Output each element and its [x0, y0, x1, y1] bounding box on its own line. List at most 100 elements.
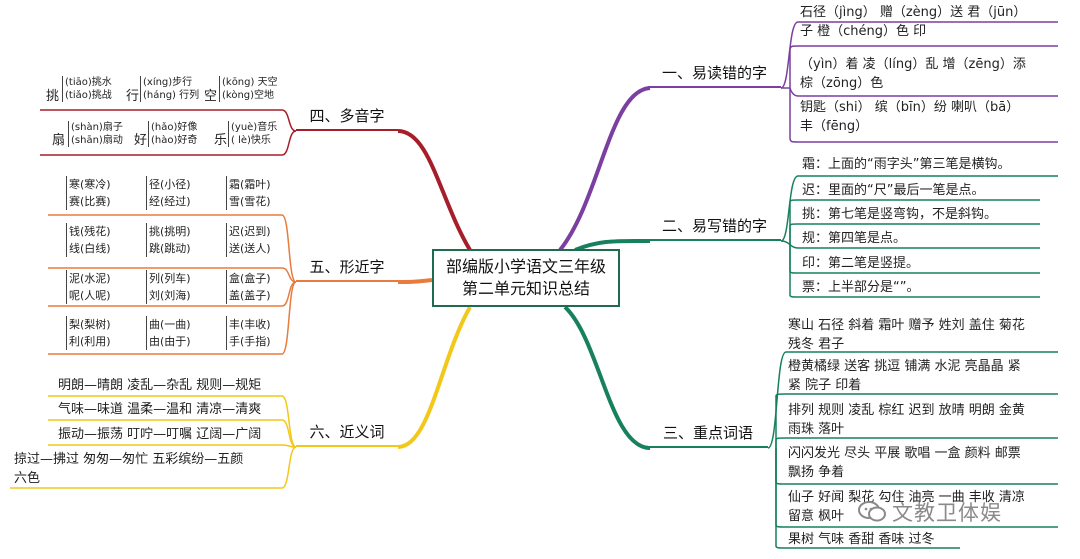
polyphone-reading: ( lè)快乐 — [231, 135, 271, 146]
similar-char: 雪(雪花) — [229, 195, 271, 208]
similar-char-pair: 迟(迟到) 送(送人) — [226, 223, 271, 257]
similar-char: 挑(挑明) — [149, 225, 191, 238]
similar-char: 寒(寒冷) — [69, 178, 111, 191]
wechat-icon — [858, 501, 886, 522]
center-node[interactable]: 部编版小学语文三年级 第二单元知识总结 — [432, 249, 620, 307]
synonym-item: 振动—振荡 叮咛—叮嘱 辽阔—广阔 — [58, 427, 262, 442]
key-words-item: 闪闪发光 尽头 平展 歌唱 一盒 颜料 邮票 飘扬 争着 — [788, 444, 1021, 482]
easy-read-item: （yìn）着 凌（líng）乱 增（zēng）添 棕（zōng）色 — [800, 55, 1026, 93]
polyphone-reading: (hǎo)好像 — [151, 122, 198, 133]
synonym-item: 掠过—拂过 匆匆—匆忙 五彩缤纷—五颜 六色 — [14, 450, 243, 488]
polyphone-char: 行 — [126, 89, 140, 104]
key-words-line: 寒山 石径 斜着 霜叶 赠予 姓刘 盖住 菊花 — [788, 318, 1025, 333]
similar-char: 列(列车) — [149, 272, 191, 285]
similar-char: 丰(丰收) — [229, 318, 271, 331]
easy-write-item: 霜：上面的“雨字头”第三笔是横钩。 — [802, 157, 1011, 172]
similar-char-pair: 曲(一曲) 由(由于) — [146, 316, 191, 350]
key-words-line: 闪闪发光 尽头 平展 歌唱 一盒 颜料 邮票 — [788, 446, 1021, 461]
synonym-line: 掠过—拂过 匆匆—匆忙 五彩缤纷—五颜 — [14, 452, 244, 467]
easy-read-line: 丰（fēng） — [800, 119, 869, 134]
similar-char: 经(经过) — [149, 195, 191, 208]
similar-char: 迟(迟到) — [229, 225, 271, 238]
topic-easy-write[interactable]: 二、易写错的字 — [648, 211, 781, 241]
key-words-item: 果树 气味 香甜 香味 过冬 — [788, 532, 935, 547]
similar-char: 盖(盖子) — [229, 289, 271, 302]
synonym-item: 明朗—晴朗 凌乱—杂乱 规则—规矩 — [58, 378, 262, 393]
similar-char: 曲(一曲) — [149, 318, 191, 331]
polyphone-reading: (yuè)音乐 — [231, 122, 278, 133]
key-words-line: 仙子 好闻 梨花 勾住 油亮 一曲 丰收 清凉 — [788, 490, 1025, 505]
topic-polyphones[interactable]: 四、多音字 — [296, 101, 398, 131]
polyphone-group: (hǎo)好像 (hào)好奇 — [148, 121, 197, 147]
similar-char-pair: 挑(挑明) 跳(跳动) — [146, 223, 191, 257]
key-words-item: 仙子 好闻 梨花 勾住 油亮 一曲 丰收 清凉 留意 枫叶 — [788, 488, 1025, 526]
similar-char: 利(利用) — [69, 335, 111, 348]
similar-char-pair: 钱(残花) 线(白线) — [66, 223, 111, 257]
easy-write-item: 印：第二笔是竖提。 — [802, 256, 920, 271]
similar-char-pair: 径(小径) 经(经过) — [146, 176, 191, 210]
similar-char: 刘(刘海) — [149, 289, 191, 302]
polyphone-group: (shàn)扇子 (shān)扇动 — [68, 121, 123, 147]
similar-char: 呢(人呢) — [69, 289, 111, 302]
easy-write-item: 迟：里面的“尺”最后一笔是点。 — [802, 183, 985, 198]
easy-write-item: 挑：第七笔是竖弯钩，不是斜钩。 — [802, 207, 998, 222]
center-title-line1: 部编版小学语文三年级 — [445, 257, 606, 276]
key-words-line: 橙黄橘绿 送客 挑逗 铺满 水泥 亮晶晶 紧 — [788, 359, 1021, 374]
watermark: 文教卫体娱 — [858, 495, 1058, 529]
easy-read-line: 钥匙（shi） 缤（bīn）纷 喇叭（bā） — [800, 100, 1020, 115]
topic-key-words[interactable]: 三、重点词语 — [648, 418, 768, 448]
polyphone-reading: (tiǎo)挑战 — [65, 90, 112, 101]
similar-char: 手(手指) — [229, 335, 271, 348]
polyphone-reading: (háng) 行列 — [143, 90, 200, 101]
easy-read-line: 棕（zōng）色 — [800, 76, 884, 91]
center-title-line2: 第二单元知识总结 — [461, 279, 590, 298]
key-words-line: 残冬 君子 — [788, 337, 845, 352]
similar-char-pair: 列(列车) 刘(刘海) — [146, 270, 191, 304]
polyphone-reading: (kòng)空地 — [222, 90, 275, 101]
similar-char-pair: 寒(寒冷) 赛(比赛) — [66, 176, 111, 210]
similar-char: 跳(跳动) — [149, 242, 191, 255]
similar-char-pair: 霜(霜叶) 雪(雪花) — [226, 176, 271, 210]
easy-read-line: （yìn）着 凌（líng）乱 增（zēng）添 — [800, 57, 1026, 72]
similar-char-pair: 盒(盒子) 盖(盖子) — [226, 270, 271, 304]
key-words-item: 排列 规则 凌乱 棕红 迟到 放晴 明朗 金黄 雨珠 落叶 — [788, 401, 1025, 439]
key-words-line: 飘扬 争着 — [788, 465, 845, 480]
topic-similar-chars[interactable]: 五、形近字 — [296, 252, 398, 282]
polyphone-group: (yuè)音乐 ( lè)快乐 — [228, 121, 277, 147]
similar-char-pair: 丰(丰收) 手(手指) — [226, 316, 271, 350]
polyphone-char: 好 — [134, 133, 148, 148]
polyphone-group: (kōng) 天空 (kòng)空地 — [219, 76, 278, 102]
key-words-line: 留意 枫叶 — [788, 509, 845, 524]
polyphone-reading: (hào)好奇 — [151, 135, 198, 146]
key-words-item: 橙黄橘绿 送客 挑逗 铺满 水泥 亮晶晶 紧 紧 院子 印着 — [788, 357, 1021, 395]
polyphone-reading: (kōng) 天空 — [222, 77, 278, 88]
easy-read-item: 钥匙（shi） 缤（bīn）纷 喇叭（bā） 丰（fēng） — [800, 98, 1019, 136]
similar-char: 由(由于) — [149, 335, 191, 348]
synonym-item: 气味—味道 温柔—温和 清凉—清爽 — [58, 402, 262, 417]
similar-char: 霜(霜叶) — [229, 178, 271, 191]
synonym-line: 六色 — [14, 471, 41, 486]
key-words-line: 雨珠 落叶 — [788, 422, 845, 437]
polyphone-reading: (xíng)步行 — [143, 77, 193, 88]
topic-synonyms[interactable]: 六、近义词 — [296, 417, 398, 447]
polyphone-reading: (tiāo)挑水 — [65, 77, 112, 88]
key-words-line: 排列 规则 凌乱 棕红 迟到 放晴 明朗 金黄 — [788, 403, 1025, 418]
polyphone-group: (tiāo)挑水 (tiǎo)挑战 — [62, 76, 112, 102]
key-words-item: 寒山 石径 斜着 霜叶 赠予 姓刘 盖住 菊花 残冬 君子 — [788, 316, 1025, 354]
similar-char: 赛(比赛) — [69, 195, 111, 208]
polyphone-char: 乐 — [214, 133, 228, 148]
polyphone-char: 扇 — [52, 133, 66, 148]
topic-easy-read[interactable]: 一、易读错的字 — [648, 58, 781, 88]
similar-char: 盒(盒子) — [229, 272, 271, 285]
polyphone-char: 空 — [204, 89, 218, 104]
polyphone-reading: (shàn)扇子 — [71, 122, 123, 133]
similar-char: 梨(梨树) — [69, 318, 111, 331]
similar-char-pair: 泥(水泥) 呢(人呢) — [66, 270, 111, 304]
similar-char: 径(小径) — [149, 178, 191, 191]
similar-char: 钱(残花) — [69, 225, 111, 238]
similar-char: 泥(水泥) — [69, 272, 111, 285]
watermark-text: 文教卫体娱 — [892, 501, 1002, 525]
similar-char: 送(送人) — [229, 242, 271, 255]
easy-read-line: 石径（jìng） 赠（zèng）送 君（jūn） — [800, 5, 1027, 20]
